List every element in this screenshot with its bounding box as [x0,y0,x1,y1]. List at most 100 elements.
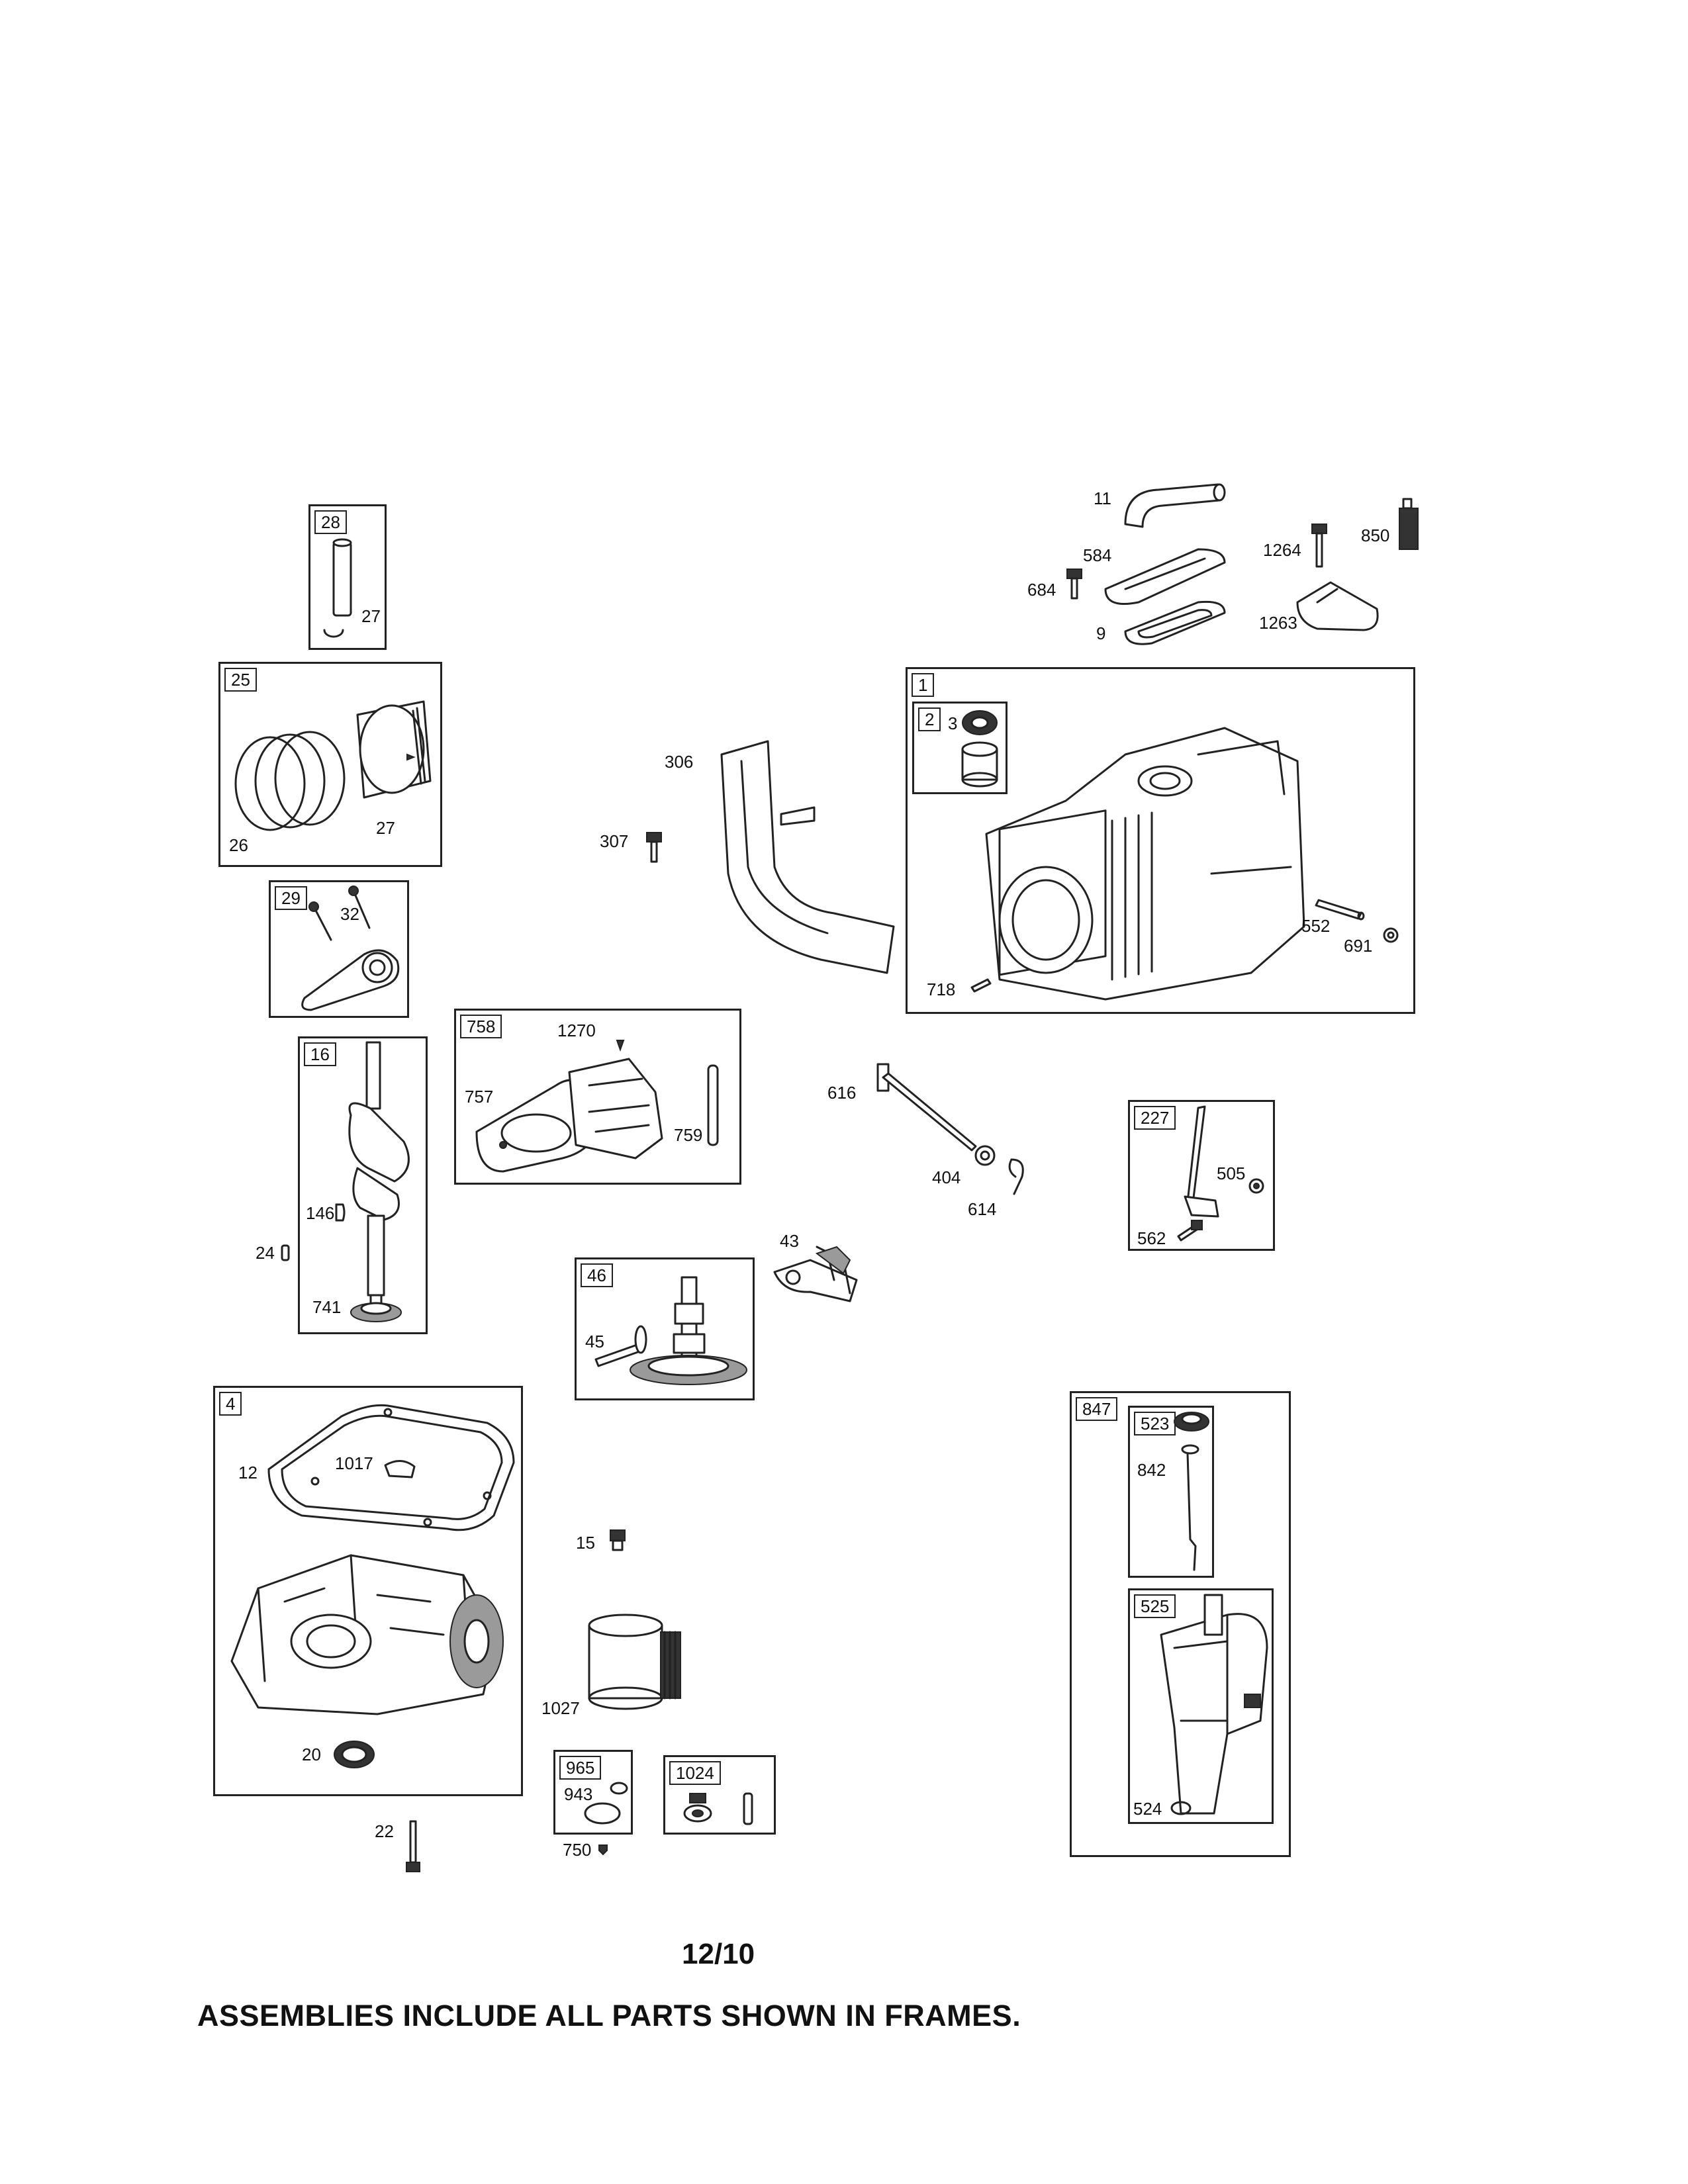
part-label-943: 943 [564,1784,593,1804]
frame-46: 46 [575,1257,755,1400]
part-label-552: 552 [1301,916,1331,936]
fitting-1024-illustration [675,1790,768,1829]
part-label-524: 524 [1133,1799,1162,1819]
valve-cover-plate-illustration [1291,576,1383,635]
frame-label: 525 [1134,1594,1176,1618]
assembly-note: ASSEMBLIES INCLUDE ALL PARTS SHOWN IN FR… [197,1999,1021,2032]
part-label-614: 614 [968,1199,997,1219]
frame-525: 525 [1128,1588,1274,1824]
part-label-20: 20 [302,1745,321,1764]
part-label-3: 3 [948,713,958,733]
frame-4: 4 [213,1386,523,1796]
frame-label: 758 [460,1015,502,1038]
piston-rings-illustration [232,728,351,834]
part-label-584: 584 [1083,545,1112,565]
breather-gasket-illustration [1119,596,1231,649]
frame-1024: 1024 [663,1755,776,1835]
frame-label: 965 [559,1756,602,1780]
part-label-741: 741 [312,1297,342,1317]
part-label-1264: 1264 [1263,540,1301,560]
frame-25: 25 [218,662,442,867]
key-illustration [334,1203,347,1222]
dipstick-illustration [1178,1440,1205,1572]
screw-1264-illustration [1309,523,1329,569]
part-label-27: 27 [376,818,395,838]
cylinder-block-illustration [973,702,1317,1006]
frame-label: 847 [1076,1397,1118,1421]
screw-22-illustration [405,1820,421,1874]
frame-227: 227 [1128,1100,1275,1251]
seal-20-illustration [331,1738,377,1771]
part-label-562: 562 [1137,1228,1166,1248]
frame-1: 1 [906,667,1415,1014]
screw-307-illustration [645,831,663,864]
oring-943-illustration [609,1780,629,1796]
part-label-32: 32 [340,904,359,924]
part-label-850: 850 [1361,525,1390,545]
frame-label: 4 [219,1392,242,1416]
part-label-9: 9 [1096,623,1106,643]
part-label-1017: 1017 [335,1453,373,1473]
part-label-45: 45 [585,1332,604,1351]
frame-28: 28 [308,504,387,650]
part-label-718: 718 [927,979,956,999]
part-label-404: 404 [932,1167,961,1187]
part-label-307: 307 [600,831,629,851]
part-label-15: 15 [576,1533,595,1553]
part-label-750: 750 [563,1840,592,1860]
part-label-691: 691 [1344,936,1373,956]
air-guide-illustration [702,735,900,979]
screw-750-illustration [597,1844,609,1856]
seal-illustration [960,708,1000,737]
part-label-1270: 1270 [557,1021,596,1040]
sealant-tube-illustration [1395,498,1422,552]
drain-plug-illustration [609,1529,626,1551]
frame-965: 965 [553,1750,633,1835]
dowel-552-illustration [1315,893,1368,921]
governor-control-illustration [771,1240,863,1306]
dipstick-tube-illustration [1154,1594,1271,1820]
frame-label: 28 [314,510,347,534]
part-label-146: 146 [306,1203,335,1223]
part-label-616: 616 [827,1083,857,1103]
frame-847: 847 [1070,1391,1291,1857]
part-label-27: 27 [361,606,381,626]
part-label-24: 24 [256,1243,275,1263]
piston-pin-illustration [315,529,381,642]
frame-523: 523 [1128,1406,1214,1578]
frame-label: 29 [275,886,307,910]
frame-label: 1024 [669,1761,721,1785]
hitch-pin-illustration [1006,1157,1029,1197]
pin-718-illustration [969,977,992,993]
dipstick-cap-illustration [1172,1410,1211,1436]
frame-29: 29 [269,880,409,1018]
frame-label: 523 [1134,1412,1176,1435]
part-label-26: 26 [229,835,248,855]
part-label-842: 842 [1137,1460,1166,1480]
breather-assembly-illustration [463,1040,728,1178]
part-label-759: 759 [674,1125,703,1145]
frame-label: 16 [304,1042,336,1066]
revision-date: 12/10 [682,1938,755,1970]
part-label-684: 684 [1027,580,1056,600]
governor-shaft-illustration [872,1063,978,1157]
breather-cover-illustration [1099,543,1231,615]
frame-label: 1 [912,673,935,697]
part-label-505: 505 [1217,1163,1246,1183]
bushing-illustration [959,741,1001,788]
plate-965-illustration [583,1800,622,1827]
sump-illustration [218,1522,516,1721]
frame-2: 2 [912,702,1008,794]
camshaft-illustration [589,1271,748,1390]
frame-label: 25 [224,668,257,692]
part-label-43: 43 [780,1231,799,1251]
part-label-1263: 1263 [1259,613,1297,633]
oil-filter-illustration [583,1612,688,1711]
breather-tube-illustration [1112,478,1231,531]
part-label-11: 11 [1094,488,1111,508]
part-label-1027: 1027 [541,1698,580,1718]
part-label-22: 22 [375,1821,394,1841]
governor-lever-illustration [1165,1104,1271,1243]
frame-758: 758 [454,1009,741,1185]
screw-684-illustration [1064,568,1084,601]
